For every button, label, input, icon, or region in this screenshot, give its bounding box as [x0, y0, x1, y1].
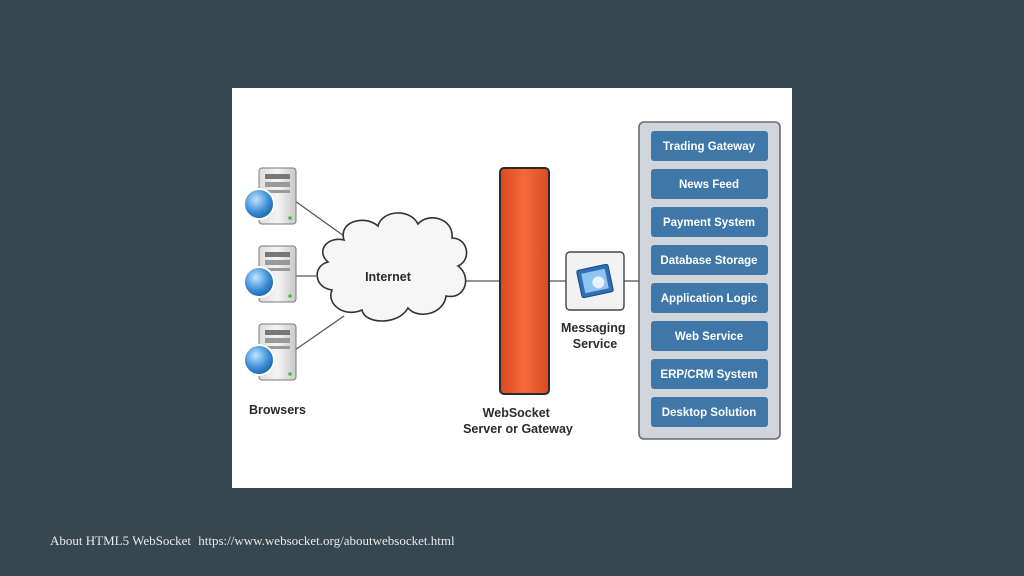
service-box: Database Storage — [651, 245, 768, 275]
caption-title: About HTML5 WebSocket — [50, 533, 191, 548]
browser3-link — [294, 315, 345, 351]
service-box: Trading Gateway — [651, 131, 768, 161]
messaging-label-line2: Service — [573, 337, 618, 351]
internet-cloud-icon — [316, 212, 468, 322]
messaging-service-box — [565, 251, 625, 311]
caption-url[interactable]: https://www.websocket.org/aboutwebsocket… — [198, 533, 455, 548]
websocket-gateway-bar — [499, 167, 550, 395]
service-label: News Feed — [679, 179, 739, 191]
browser-2 — [243, 245, 297, 303]
globe-icon — [243, 266, 275, 298]
gateway-label-line2: Server or Gateway — [463, 422, 573, 436]
connectors — [294, 200, 639, 351]
browser-3 — [243, 323, 297, 381]
gateway-label: WebSocket Server or Gateway — [463, 406, 573, 436]
messaging-label: Messaging Service — [561, 321, 629, 351]
gateway-label-line1: WebSocket — [483, 406, 551, 420]
diagram-canvas: Browsers Internet WebSocket Server or Ga… — [243, 121, 781, 440]
service-box: News Feed — [651, 169, 768, 199]
service-label: Database Storage — [660, 255, 757, 267]
service-box: Desktop Solution — [651, 397, 768, 427]
service-label: ERP/CRM System — [660, 369, 757, 381]
service-box: Payment System — [651, 207, 768, 237]
browser1-link — [294, 200, 345, 237]
globe-icon — [243, 344, 275, 376]
messaging-label-line1: Messaging — [561, 321, 626, 335]
envelope-icon — [576, 263, 614, 299]
caption: About HTML5 WebSocket https://www.websoc… — [50, 533, 455, 549]
service-label: Application Logic — [661, 293, 758, 305]
service-box: Web Service — [651, 321, 768, 351]
internet-label: Internet — [365, 270, 412, 284]
service-list: Trading Gateway News Feed Payment System… — [651, 131, 768, 427]
service-label: Web Service — [675, 331, 743, 343]
globe-icon — [243, 188, 275, 220]
browsers-label: Browsers — [249, 403, 306, 417]
service-box: ERP/CRM System — [651, 359, 768, 389]
service-box: Application Logic — [651, 283, 768, 313]
service-label: Desktop Solution — [662, 407, 757, 419]
service-label: Trading Gateway — [663, 141, 756, 153]
websocket-architecture-diagram: Browsers Internet WebSocket Server or Ga… — [232, 88, 792, 488]
service-label: Payment System — [663, 217, 755, 229]
browser-1 — [243, 167, 297, 225]
